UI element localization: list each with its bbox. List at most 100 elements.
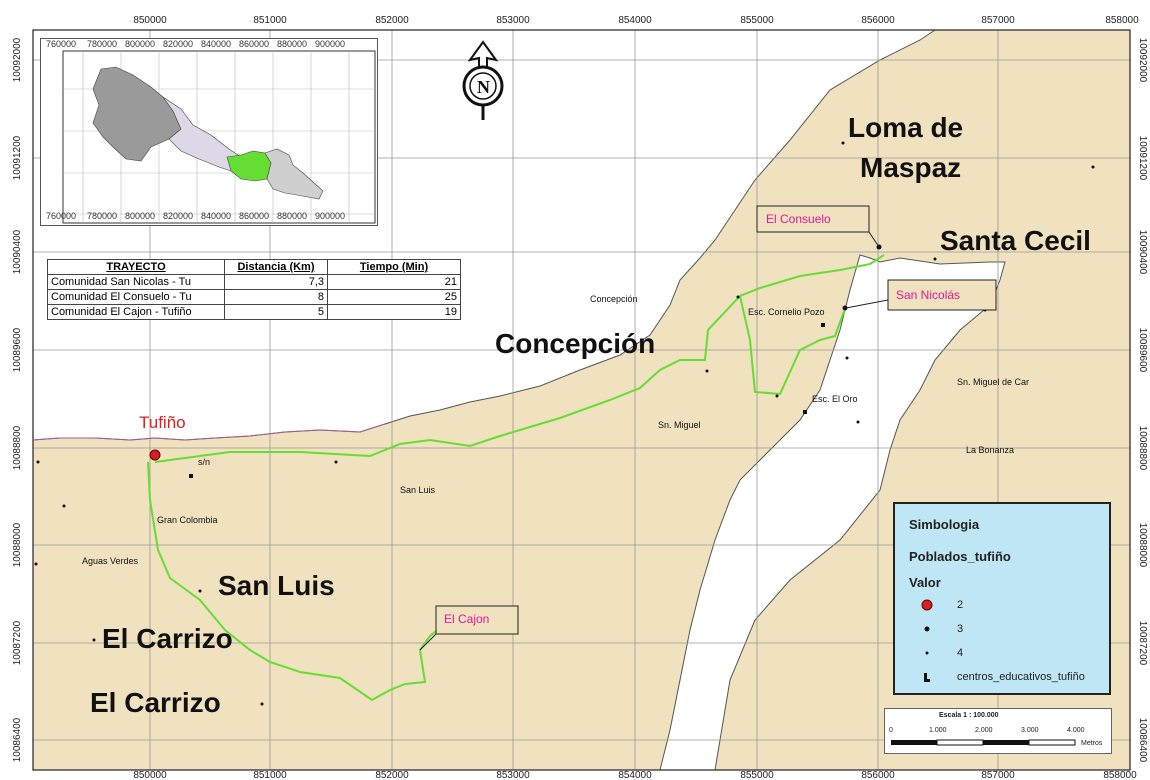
cell-trayecto: Comunidad San Nicolas - Tu [47,274,225,290]
poblado-marker [842,305,848,311]
callout-el-consuelo: El Consuelo [756,205,880,248]
top-tick: 854000 [618,15,652,26]
callout-el-cajon: El Cajon [419,605,519,651]
label-maspaz: Maspaz [860,152,961,183]
top-tick: 850000 [133,15,167,26]
legend-small-dot-icon [925,651,929,655]
legend-item: 4 [957,647,964,659]
boundary-line [32,423,386,441]
poblado-marker [260,702,264,706]
label-el-carrizo: El Carrizo [90,687,221,718]
cell-distancia: 5 [224,304,328,320]
left-tick: 10088000 [12,522,23,567]
bottom-tick: 857000 [981,770,1015,780]
right-axis-labels: 10092000 10091200 10090400 10089600 1008… [1137,38,1148,763]
poblado-marker [705,369,709,373]
scale-tick: 3.000 [1021,727,1039,734]
top-axis-labels: 850000 851000 852000 853000 854000 85500… [133,15,1139,26]
left-tick: 10090400 [12,229,23,274]
label-concepcion: Concepción [495,328,655,359]
col-header-trayecto: TRAYECTO [47,259,225,275]
route-san-nicolas [739,295,847,396]
inset-bottom-tick: 900000 [315,211,346,221]
label-san-luis: San Luis [218,570,335,601]
bottom-tick: 850000 [133,770,167,780]
bottom-tick: 855000 [740,770,774,780]
top-tick: 852000 [375,15,409,26]
col-header-distancia: Distancia (Km) [224,259,328,275]
inset-bottom-tick: 780000 [87,211,118,221]
poblado-marker [841,141,845,145]
cell-tiempo: 19 [327,304,461,320]
poblado-marker [92,638,96,642]
bottom-tick: 851000 [253,770,287,780]
top-tick: 851000 [253,15,287,26]
inset-bottom-tick: 760000 [46,211,77,221]
table-header-row: TRAYECTO Distancia (Km) Tiempo (Min) [47,259,461,275]
poblado-marker [36,460,40,464]
left-tick: 10091200 [12,135,23,180]
top-tick: 857000 [981,15,1015,26]
table-row: Comunidad El Consuelo - Tu 8 25 [47,289,461,305]
right-tick: 10088000 [1137,523,1148,568]
legend-panel: Simbologia Poblados_tufiño Valor 2 3 4 c… [893,502,1111,695]
left-tick: 10088800 [12,425,23,470]
callout-san-nicolas: San Nicolás [845,279,997,311]
poblado-marker [334,460,338,464]
scale-unit: Metros [1081,740,1103,747]
bottom-axis-labels: 850000 851000 852000 853000 854000 85500… [133,770,1137,780]
cell-tiempo: 25 [327,289,461,305]
left-tick: 10086400 [12,717,23,762]
inset-bottom-tick: 880000 [277,211,308,221]
svg-text:El Consuelo: El Consuelo [766,212,831,226]
right-tick: 10087200 [1137,621,1148,666]
poblado-marker [198,589,202,593]
col-header-tiempo: Tiempo (Min) [327,259,461,275]
top-tick: 855000 [740,15,774,26]
route-table: TRAYECTO Distancia (Km) Tiempo (Min) Com… [47,259,461,320]
label-tufino: Tufiño [139,413,186,432]
label-santa-cecil: Santa Cecil [940,225,1091,256]
tufino-marker [149,449,161,461]
inset-bottom-tick: 820000 [163,211,194,221]
right-tick: 10086400 [1137,718,1148,763]
legend-red-dot-icon [921,599,933,611]
route-tufino-consuelo [154,254,885,463]
left-tick: 10092000 [12,37,23,82]
inset-top-tick: 860000 [239,39,270,49]
scale-label: Escala 1 : 100.000 [939,712,999,719]
label-sn-miguel: Sn. Miguel [658,420,701,430]
svg-text:N: N [477,77,490,97]
right-tick: 10091200 [1137,136,1148,181]
bottom-tick: 853000 [496,770,530,780]
cell-trayecto: Comunidad El Consuelo - Tu [47,289,225,305]
legend-school-icon [924,673,930,682]
poblado-marker [736,295,740,299]
north-arrow-icon: N [462,40,504,120]
label-gran-colombia: Gran Colombia [157,515,218,525]
top-tick: 856000 [861,15,895,26]
inset-top-tick: 780000 [87,39,118,49]
label-sn-miguel-car: Sn. Miguel de Car [957,377,1029,387]
poblado-marker [62,504,66,508]
bottom-tick: 854000 [618,770,652,780]
poblado-marker [1091,165,1095,169]
cell-trayecto: Comunidad El Cajon - Tufiño [47,304,225,320]
legend-item: 3 [957,623,964,635]
inset-top-tick: 800000 [125,39,156,49]
poblado-marker [34,562,38,566]
poblado-marker [845,356,849,360]
label-esc-cornelio: Esc. Cornelio Pozo [748,307,825,317]
svg-text:San Nicolás: San Nicolás [896,288,960,302]
legend-title: Simbologia [909,517,980,532]
label-concepcion-small: Concepción [590,294,638,304]
scale-tick: 0 [889,727,893,734]
left-axis-labels: 10092000 10091200 10090400 10089600 1008… [12,37,23,762]
inset-bottom-tick: 840000 [201,211,232,221]
scale-bar-graphic [891,739,1076,746]
label-loma: Loma de [848,112,963,143]
poblado-marker [856,420,860,424]
bottom-tick: 856000 [861,770,895,780]
bottom-tick: 852000 [375,770,409,780]
